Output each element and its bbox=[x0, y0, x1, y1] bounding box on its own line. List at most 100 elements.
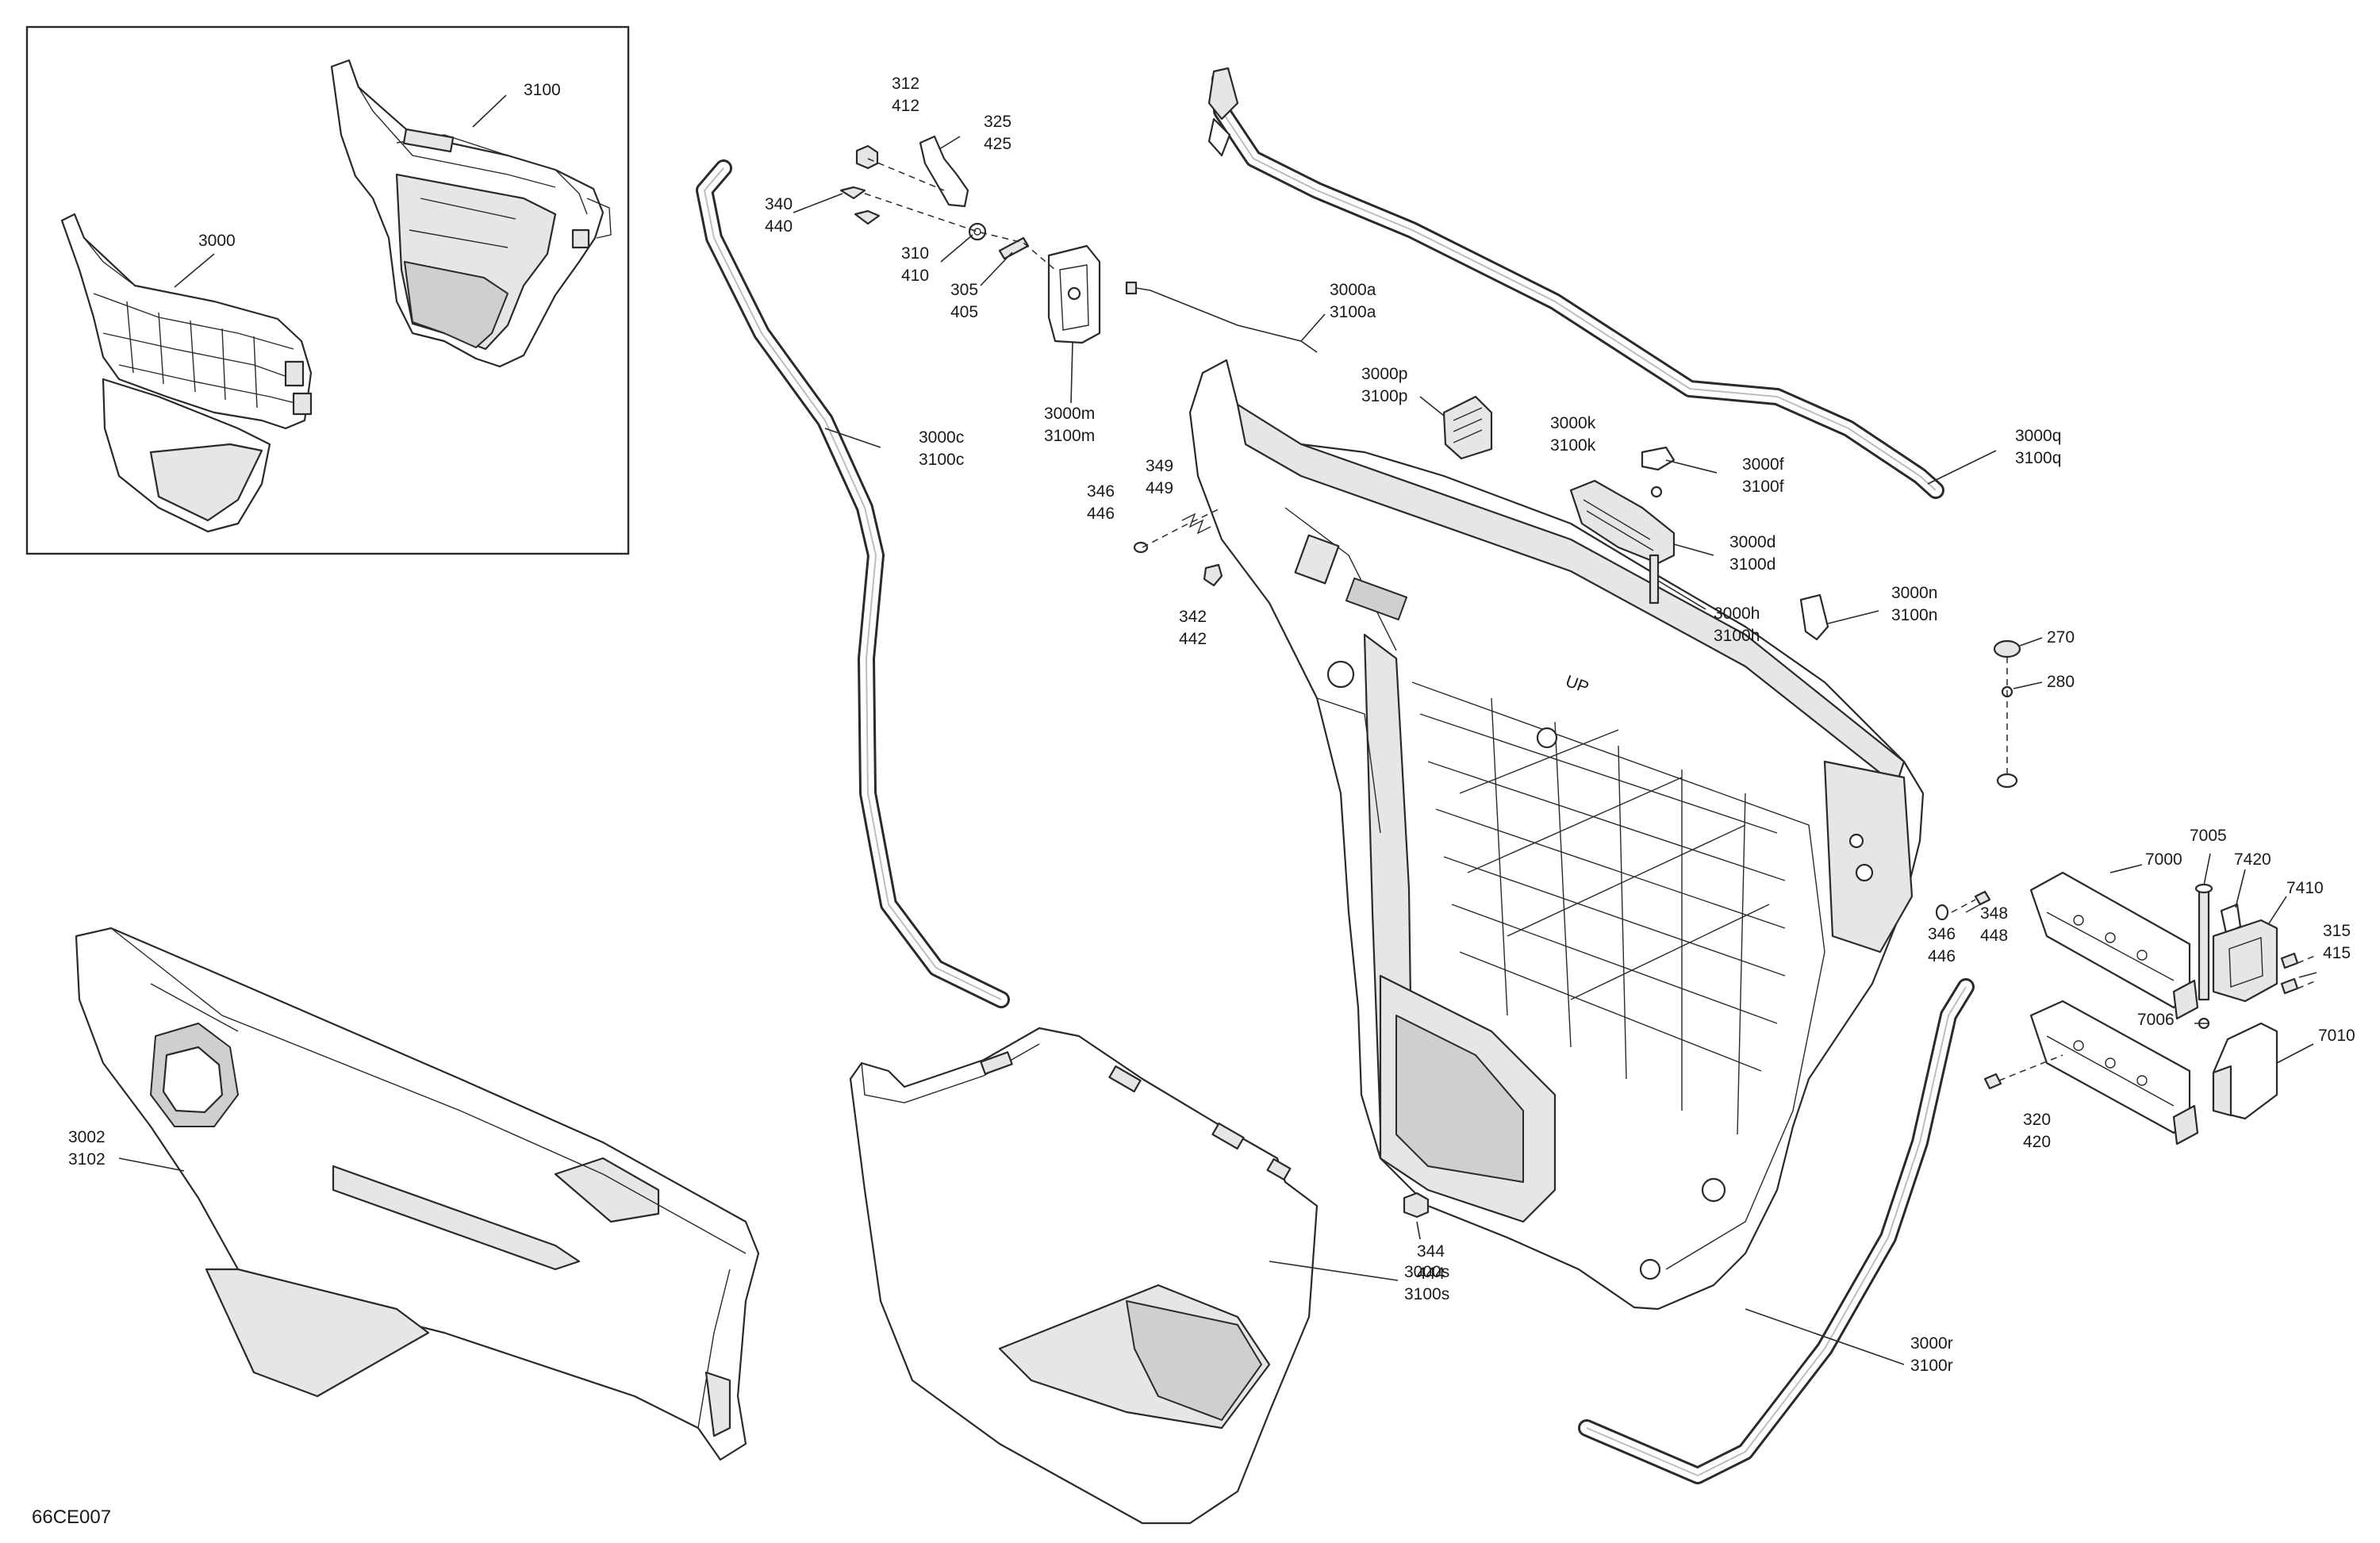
screw-340b bbox=[854, 209, 881, 225]
leader-310 bbox=[940, 234, 973, 263]
leader-7010 bbox=[2276, 1043, 2314, 1064]
door-frame-main: UP bbox=[1188, 359, 1925, 1311]
switch-3000p bbox=[1442, 395, 1493, 460]
spring-349 bbox=[1181, 512, 1211, 535]
label-7420: 7420 bbox=[2234, 850, 2271, 869]
washer-280-lower bbox=[1996, 773, 2018, 789]
pin-3000h bbox=[1649, 554, 1660, 605]
clip-342 bbox=[1203, 563, 1223, 587]
figure-code: 66CE007 bbox=[32, 1507, 111, 1528]
hinge-7000 bbox=[2029, 871, 2191, 1009]
leader-280 bbox=[2013, 681, 2043, 689]
label-7000: 7000 bbox=[2145, 850, 2182, 869]
leader-3000d bbox=[1673, 543, 1714, 556]
label-7005: 7005 bbox=[2190, 827, 2227, 845]
leader-305 bbox=[980, 251, 1013, 286]
leader-7410 bbox=[2268, 896, 2287, 924]
washer-346 bbox=[1133, 541, 1149, 554]
rod-3000a bbox=[1130, 286, 1318, 353]
inset-overview bbox=[25, 25, 630, 555]
leader-3000p bbox=[1419, 396, 1445, 416]
leader-325 bbox=[939, 136, 961, 150]
inset-leader-3100 bbox=[472, 94, 507, 128]
leader-3000f bbox=[1665, 459, 1718, 474]
screw-340a bbox=[839, 186, 866, 200]
label-270: 270 bbox=[2047, 628, 2075, 647]
leader-315 bbox=[2298, 972, 2317, 978]
door-lattice bbox=[1419, 697, 1786, 1135]
label-inset-3100: 3100 bbox=[524, 81, 561, 99]
clip-3000f bbox=[1641, 446, 1676, 471]
leader-3000c bbox=[824, 428, 881, 448]
pin-305 bbox=[998, 236, 1030, 260]
clip-3000n bbox=[1799, 593, 1829, 641]
leader-3002 bbox=[118, 1157, 185, 1172]
hinge-7410 bbox=[2212, 919, 2278, 1003]
screw-320 bbox=[1983, 1073, 2002, 1090]
inset-frame bbox=[25, 25, 630, 555]
leader-3000h bbox=[1657, 580, 1706, 610]
label-7410: 7410 bbox=[2286, 879, 2324, 897]
inset-leader-3000 bbox=[174, 253, 215, 288]
leader-3000n bbox=[1827, 610, 1879, 624]
leader-344 bbox=[1416, 1221, 1421, 1240]
handle-3000d bbox=[1569, 479, 1676, 565]
leader-340 bbox=[793, 193, 843, 213]
washer-310 bbox=[968, 222, 987, 241]
leader-3000s bbox=[1269, 1261, 1399, 1281]
leader-lines bbox=[118, 136, 2317, 1365]
label-7006: 7006 bbox=[2137, 1011, 2175, 1029]
trim-lower-tab bbox=[205, 1268, 430, 1398]
washer-346b bbox=[1935, 904, 1949, 921]
nut-344 bbox=[1403, 1192, 1430, 1219]
label-280: 280 bbox=[2047, 673, 2075, 691]
cap-270 bbox=[1993, 639, 2021, 658]
leader-270 bbox=[2019, 637, 2043, 647]
leader-3000q bbox=[1927, 450, 1997, 485]
trim-armrest bbox=[332, 1165, 581, 1271]
latch-hardware bbox=[839, 135, 1829, 641]
leader-3000a bbox=[1300, 313, 1326, 342]
leader-3000m bbox=[1070, 342, 1073, 404]
leader-7420 bbox=[2235, 869, 2246, 908]
right-small-parts bbox=[1935, 639, 2021, 921]
label-7010: 7010 bbox=[2318, 1027, 2355, 1045]
seal-3000c bbox=[696, 159, 1010, 1008]
seal-3000r bbox=[1578, 978, 1975, 1484]
screw-348 bbox=[1974, 890, 1991, 906]
inset-door-3100 bbox=[330, 59, 612, 368]
hinge-assemblies bbox=[1983, 871, 2317, 1146]
inner-trim-panel-3002 bbox=[75, 927, 760, 1461]
leader-7000 bbox=[2109, 864, 2143, 873]
leader-3000r bbox=[1745, 1308, 1905, 1365]
nut-312 bbox=[855, 144, 879, 170]
rail-3000q bbox=[1207, 67, 1944, 499]
bracket-325 bbox=[919, 135, 969, 208]
label-inset-3000: 3000 bbox=[198, 232, 236, 250]
